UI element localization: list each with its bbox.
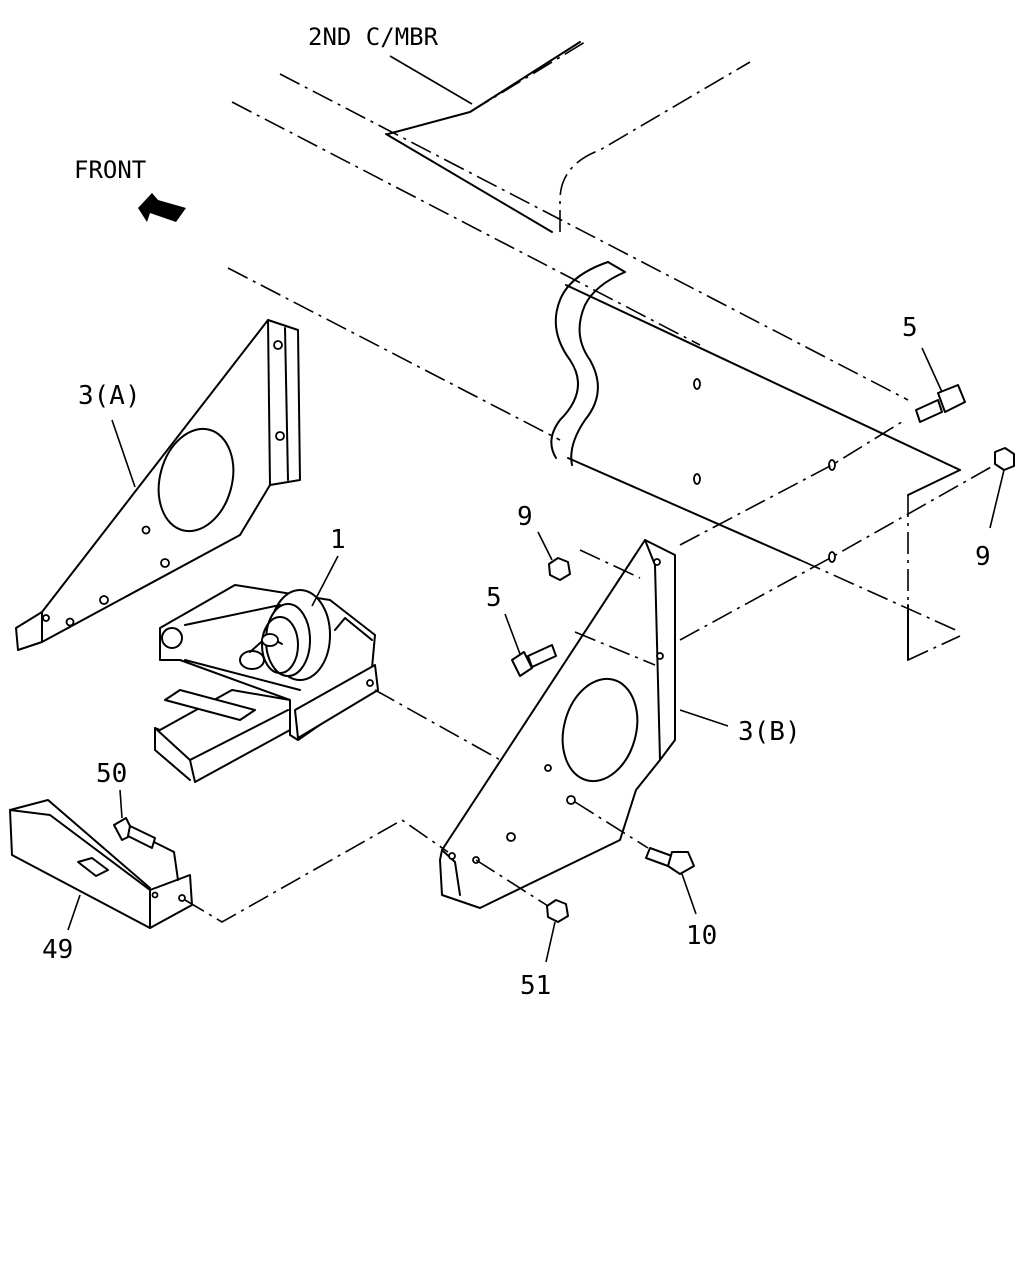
nut-51 xyxy=(546,899,569,923)
nut-9-right xyxy=(994,447,1015,471)
frame-rail xyxy=(227,41,961,661)
mount-1-leader xyxy=(311,555,339,607)
bracket-3a-leader xyxy=(111,419,136,488)
front-label: FRONT xyxy=(74,156,146,184)
nut-51-leader xyxy=(545,921,556,963)
align-line-nut9 xyxy=(579,549,641,579)
bolt-10 xyxy=(645,847,695,875)
cross-member-label: 2ND C/MBR xyxy=(308,23,439,51)
mount-1-label: 1 xyxy=(330,525,346,555)
bracket-3b xyxy=(439,539,676,909)
align-line-bolt10 xyxy=(574,801,649,849)
nut-9-left-leader xyxy=(537,531,553,561)
bolt-5-upper-label: 5 xyxy=(902,313,918,343)
bolt-50-leader xyxy=(119,789,123,819)
align-line-lower xyxy=(679,461,1001,641)
align-line-bracket49 xyxy=(184,819,449,923)
bracket-49-label: 49 xyxy=(42,935,73,965)
bracket-49 xyxy=(9,799,193,929)
bolt-10-leader xyxy=(681,873,697,915)
bolt-5-upper-leader xyxy=(921,347,943,393)
front-arrow-icon xyxy=(138,193,186,222)
nut-9-right-label: 9 xyxy=(975,542,991,572)
bolt-5-mid-leader xyxy=(504,613,521,655)
nut-9-left xyxy=(548,557,571,581)
nut-9-right-leader xyxy=(989,469,1005,529)
bolt-50-label: 50 xyxy=(96,759,127,789)
bracket-3a xyxy=(15,319,301,651)
align-line-nut51 xyxy=(475,859,549,907)
engine-mount-1 xyxy=(154,584,379,783)
cross-member-leader xyxy=(389,55,473,105)
bracket-3b-leader xyxy=(679,709,729,727)
bolt-5-mid xyxy=(511,644,557,677)
bolt-5-upper xyxy=(915,384,966,423)
bracket-3b-label: 3(B) xyxy=(738,717,801,747)
bolt-50 xyxy=(113,817,156,849)
align-line-bolt5 xyxy=(574,631,656,666)
bracket-3a-label: 3(A) xyxy=(78,381,141,411)
nut-9-left-label: 9 xyxy=(517,502,533,532)
align-line-upper xyxy=(679,419,906,546)
bracket-49-leader xyxy=(67,894,81,931)
bolt-5-mid-label: 5 xyxy=(486,583,502,613)
bolt-10-label: 10 xyxy=(686,921,717,951)
nut-51-label: 51 xyxy=(520,971,551,1001)
